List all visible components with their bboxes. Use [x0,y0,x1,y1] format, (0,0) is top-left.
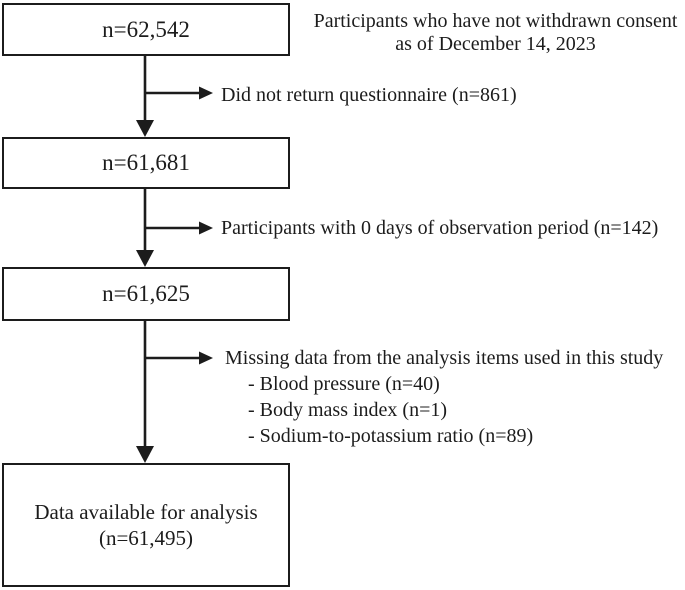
box-analysis-set: Data available for analysis (n=61,495) [2,463,290,587]
branch-arrow-2 [145,221,213,235]
missing-data-item-sodium-potassium: - Sodium-to-potassium ratio (n=89) [248,425,534,447]
box-consent-total: n=62,542 [2,3,290,56]
consent-note-line2: as of December 14, 2023 [395,33,596,55]
box-after-observation-label: n=61,625 [102,281,190,306]
exclusion-questionnaire-label: Did not return questionnaire (n=861) [221,84,517,106]
missing-data-item-blood-pressure: - Blood pressure (n=40) [248,373,440,395]
box-consent-total-label: n=62,542 [102,16,190,42]
missing-data-item-bmi: - Body mass index (n=1) [248,399,448,421]
consent-note: Participants who have not withdrawn cons… [306,10,685,56]
exclusion-missing-data: Missing data from the analysis items use… [225,345,685,449]
branch-arrow-3 [145,351,213,365]
down-arrow-2 [136,188,154,267]
box-analysis-set-line1: Data available for analysis [34,500,258,524]
box-after-observation: n=61,625 [2,267,290,321]
branch-arrow-1 [145,86,213,100]
box-analysis-set-line2: (n=61,495) [98,526,194,550]
down-arrow-3 [136,320,154,463]
exclusion-missing-data-label: Missing data from the analysis items use… [225,347,664,369]
exclusion-observation-label: Participants with 0 days of observation … [221,217,659,239]
box-after-questionnaire: n=61,681 [2,137,290,189]
down-arrow-1 [136,56,154,137]
box-after-questionnaire-label: n=61,681 [102,150,190,175]
consent-note-line1: Participants who have not withdrawn cons… [313,10,678,32]
